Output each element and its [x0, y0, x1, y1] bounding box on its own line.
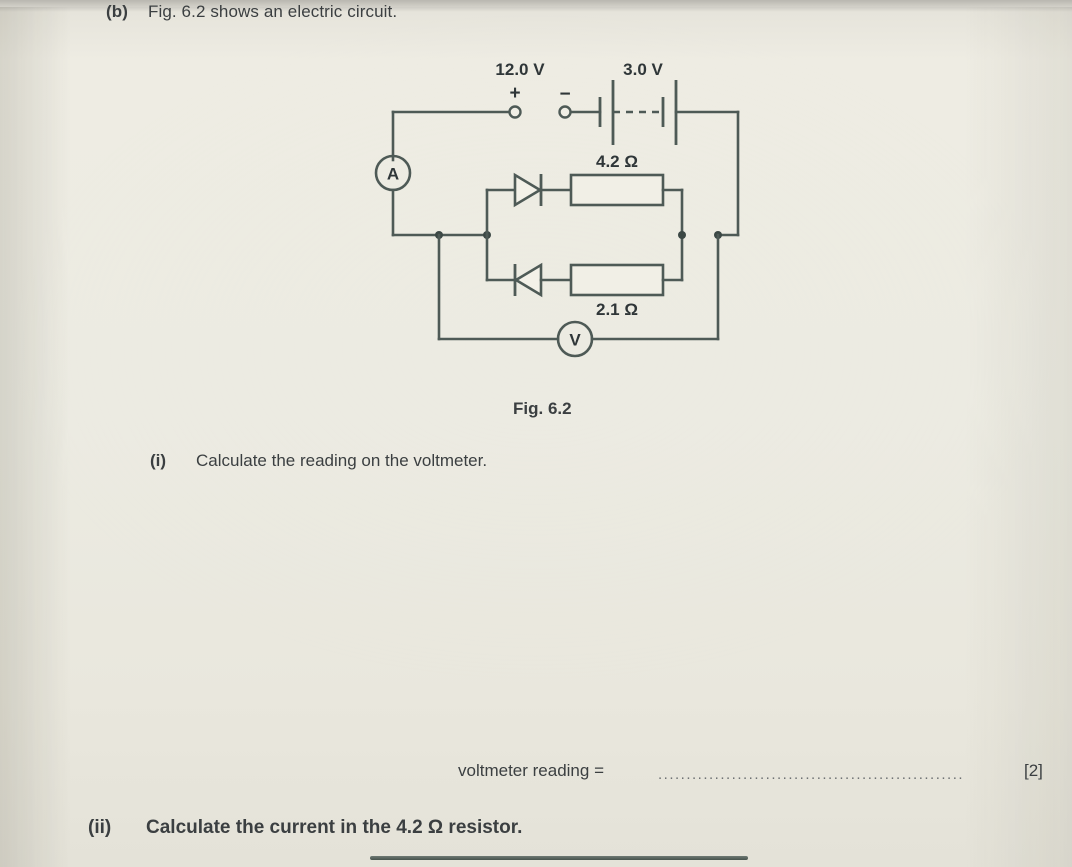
voltmeter-reading-label: voltmeter reading = [458, 761, 604, 780]
resistor-2p1-label: 2.1 Ω [596, 300, 638, 319]
voltmeter-label: V [569, 331, 581, 350]
question-part-label: (b) [106, 2, 129, 21]
resistor-4p2-label: 4.2 Ω [596, 152, 638, 171]
circuit-diagram: + 12.0 V − 3.0 V A 4.2 Ω [374, 60, 740, 358]
sub-question-ii-text: Calculate the current in the 4.2 Ω resis… [146, 817, 523, 838]
figure-caption: Fig. 6.2 [513, 399, 572, 418]
voltmeter-reading-answer-line[interactable]: ........................................… [658, 766, 965, 783]
sub-question-ii-label: (ii) [88, 817, 112, 838]
ammeter-label: A [387, 165, 399, 184]
node-right-inner [678, 231, 686, 239]
resistor-2p1-symbol [569, 263, 665, 297]
sub-question-i-text: Calculate the reading on the voltmeter. [196, 451, 488, 470]
supply-left-label: 12.0 V [495, 60, 545, 79]
marks-badge: [2] [1024, 761, 1043, 780]
battery-label: 3.0 V [623, 60, 663, 79]
terminal-positive-sign: + [509, 83, 520, 104]
terminal-positive [508, 105, 522, 119]
diode-top-icon [513, 172, 543, 208]
bottom-divider [370, 856, 748, 860]
sub-question-i-label: (i) [150, 451, 167, 470]
terminal-negative [558, 105, 572, 119]
resistor-4p2-symbol [569, 173, 665, 207]
diode-bottom-icon [513, 262, 543, 298]
question-part-text: Fig. 6.2 shows an electric circuit. [148, 2, 398, 21]
terminal-negative-sign: − [559, 84, 570, 105]
